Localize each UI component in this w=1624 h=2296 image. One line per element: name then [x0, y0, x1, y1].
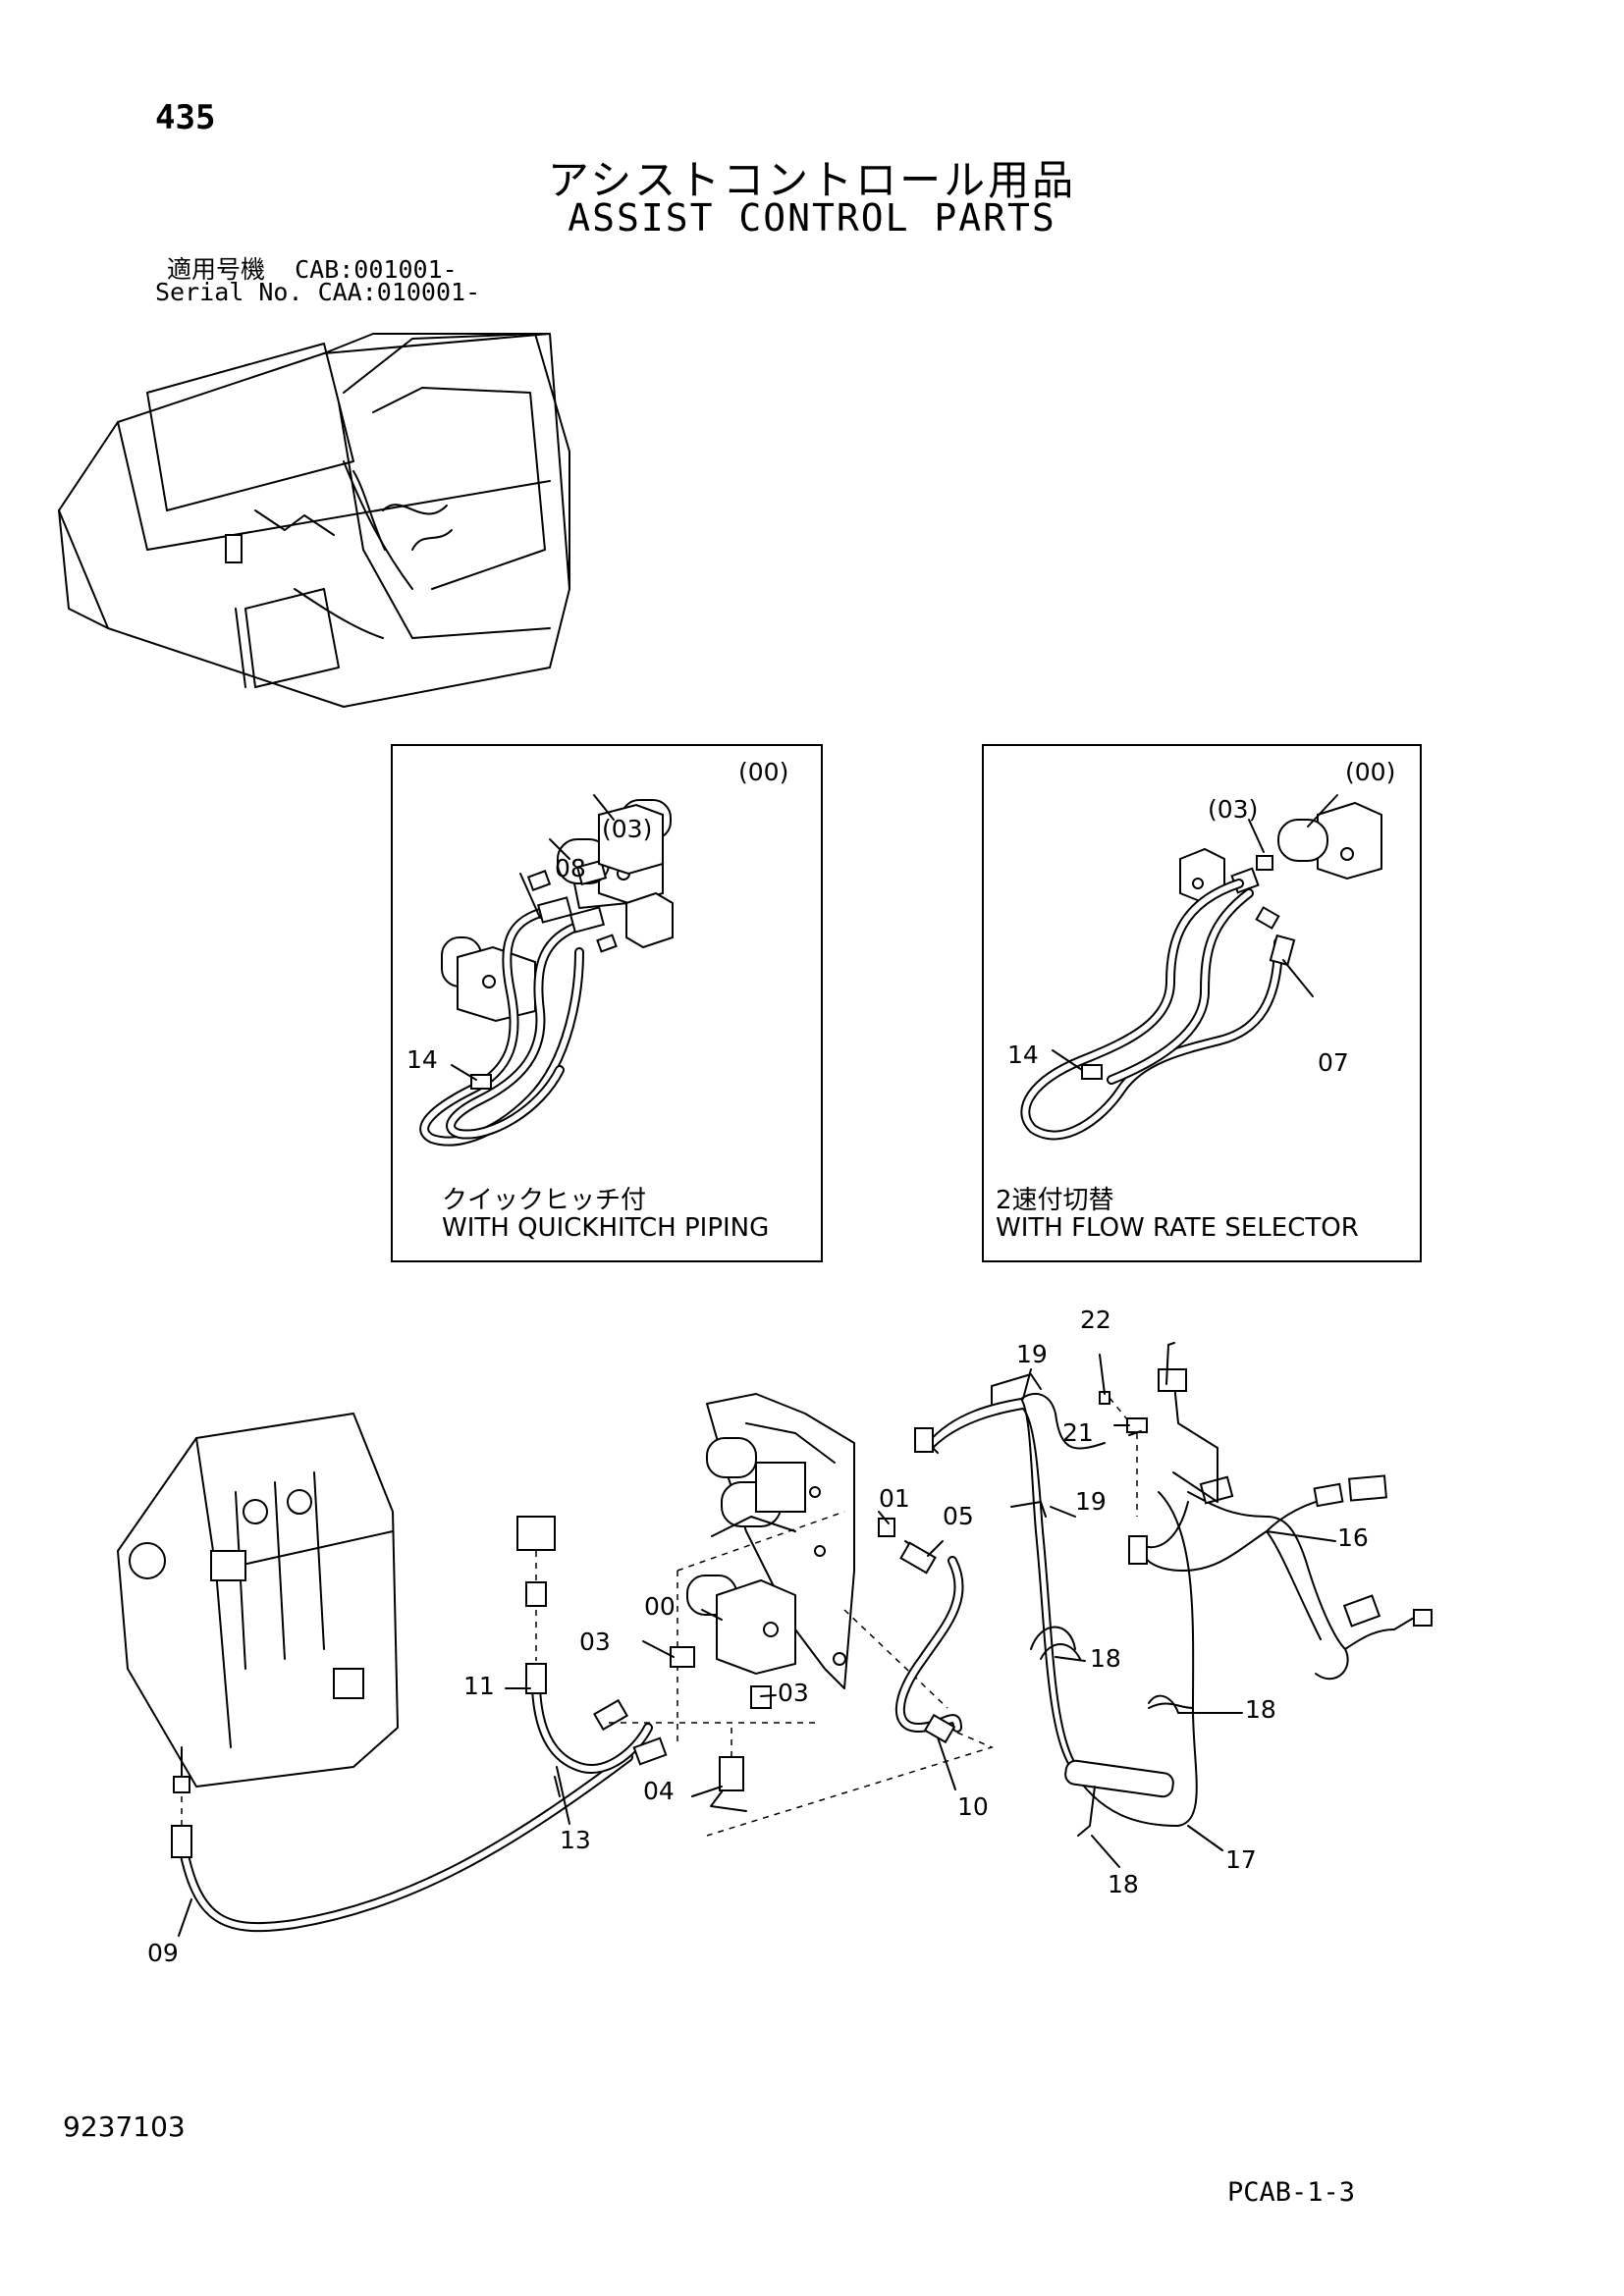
callout-19: 19 — [1016, 1340, 1048, 1368]
document-number: 9237103 — [63, 2110, 186, 2143]
callout-10: 10 — [957, 1792, 989, 1821]
callout-18: 18 — [1090, 1644, 1121, 1673]
callout-13: 13 — [560, 1826, 591, 1854]
callout-00: (00) — [1345, 758, 1396, 786]
callout-03: 03 — [778, 1679, 809, 1707]
title-japanese: アシストコントロール用品 — [547, 156, 1077, 204]
callout-00: (00) — [738, 758, 789, 786]
inset-flow-rate-selector: (00) (03) 14 07 2速付切替 WITH FLOW RATE SEL… — [982, 744, 1422, 1262]
serial-number: Serial No. CAA:010001- — [155, 278, 481, 306]
serial-applicable: 適用号機 CAB:001001- — [167, 255, 458, 284]
title-english: ASSIST CONTROL PARTS — [568, 196, 1056, 240]
page-number: 435 — [155, 98, 216, 137]
inset-caption-english: WITH FLOW RATE SELECTOR — [996, 1213, 1359, 1243]
inset-quickhitch-drawing — [419, 794, 674, 1147]
callout-11: 11 — [463, 1672, 495, 1700]
callout-17: 17 — [1225, 1845, 1257, 1874]
solenoid-bracket-illustration — [609, 1393, 948, 1812]
control-valve-illustration — [117, 1413, 399, 1831]
callout-14: 14 — [406, 1045, 438, 1074]
callout-18: 18 — [1108, 1870, 1139, 1898]
inset-flow-rate-drawing — [1020, 794, 1382, 1141]
callout-09: 09 — [147, 1939, 179, 1967]
callout-14: 14 — [1007, 1041, 1039, 1069]
callout-18: 18 — [1245, 1695, 1276, 1724]
callout-01: 01 — [879, 1484, 910, 1513]
callout-05: 05 — [943, 1502, 974, 1530]
callout-21: 21 — [1062, 1418, 1094, 1447]
callout-04: 04 — [643, 1777, 675, 1805]
callout-03: (03) — [602, 815, 653, 843]
callout-03: 03 — [579, 1628, 611, 1656]
callout-07: 07 — [1318, 1048, 1349, 1077]
inset-caption-japanese: 2速付切替 — [996, 1186, 1114, 1215]
inset-caption-japanese: クイックヒッチ付 — [442, 1186, 647, 1215]
callout-22: 22 — [1080, 1306, 1111, 1334]
cab-overview-illustration — [58, 333, 570, 708]
inset-caption-english: WITH QUICKHITCH PIPING — [442, 1213, 770, 1243]
callout-00: 00 — [644, 1592, 676, 1621]
page-code: PCAB-1-3 — [1227, 2177, 1356, 2208]
inset-quickhitch-piping: (00) (03) 08 14 クイックヒッチ付 WITH QUICKHITCH… — [391, 744, 823, 1262]
callout-19: 19 — [1075, 1487, 1107, 1516]
callout-03: (03) — [1208, 795, 1259, 824]
callout-08: 08 — [555, 854, 586, 882]
callout-16: 16 — [1337, 1523, 1369, 1552]
